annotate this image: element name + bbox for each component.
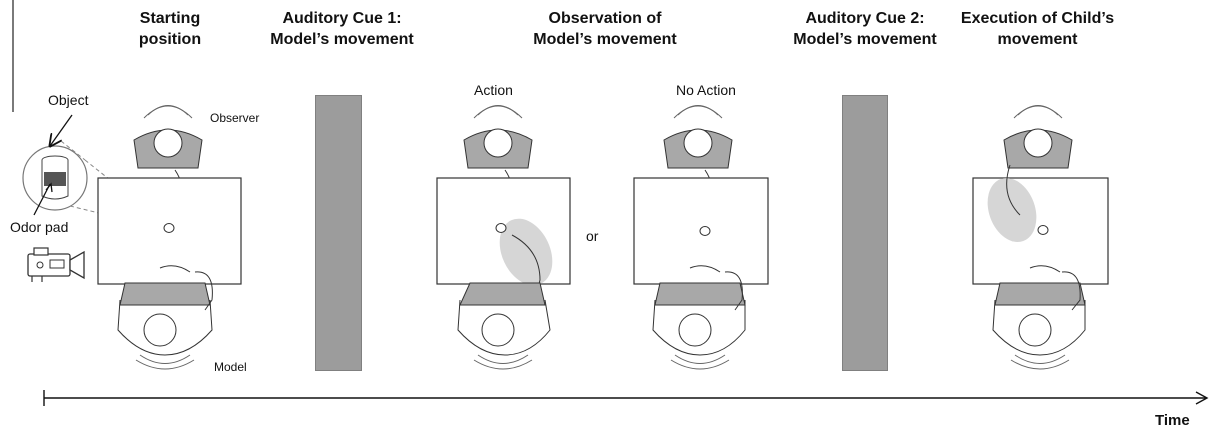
auditory-cue-2-bar xyxy=(842,95,888,371)
observer-reaching-arm xyxy=(1006,164,1021,216)
scene-action xyxy=(436,105,571,370)
odor-pad-pointer-head xyxy=(45,182,53,193)
object-marker xyxy=(699,226,711,236)
model-head xyxy=(143,313,177,347)
model-torso xyxy=(119,282,211,306)
header-observation: Observation of Model’s movement xyxy=(520,8,690,50)
model-arm xyxy=(194,271,213,311)
label-odor-pad: Odor pad xyxy=(10,219,69,235)
header-line: Model’s movement xyxy=(533,31,677,48)
scene-execution xyxy=(972,105,1109,370)
model-head xyxy=(678,313,712,347)
object-marker xyxy=(495,223,507,233)
model-head xyxy=(1018,313,1052,347)
time-axis xyxy=(43,390,1209,406)
label-object: Object xyxy=(48,92,89,108)
auditory-cue-1-bar xyxy=(315,95,362,371)
header-line: Observation of xyxy=(548,10,662,27)
object-marker xyxy=(1037,225,1049,235)
label-action: Action xyxy=(474,82,513,98)
object-cup-icon xyxy=(41,155,69,200)
label-observer: Observer xyxy=(210,111,260,125)
observer-head xyxy=(683,128,713,158)
header-execution: Execution of Child’s movement xyxy=(950,8,1125,50)
model-chair xyxy=(139,354,191,364)
model-torso xyxy=(654,282,746,306)
header-line: Model’s movement xyxy=(793,31,937,48)
observer-head xyxy=(153,128,183,158)
observer-head xyxy=(483,128,513,158)
odor-pad-icon xyxy=(44,172,66,186)
object-zoom xyxy=(22,114,169,230)
header-line: Auditory Cue 1: xyxy=(282,10,402,27)
header-auditory-cue-2: Auditory Cue 2: Model’s movement xyxy=(780,8,950,50)
object-pointer-arrow xyxy=(50,114,73,146)
arrow-icon xyxy=(1195,391,1209,405)
header-line: Starting xyxy=(139,10,201,27)
model-torso xyxy=(994,282,1086,306)
zoom-line-bottom xyxy=(69,205,166,230)
model-torso xyxy=(459,282,546,306)
model-head xyxy=(481,313,515,347)
header-auditory-cue-1: Auditory Cue 1: Model’s movement xyxy=(257,8,427,50)
header-line: movement xyxy=(997,31,1078,48)
object-marker xyxy=(163,223,175,233)
header-line: Model’s movement xyxy=(270,31,414,48)
model-hand xyxy=(159,265,191,273)
scene-no-action xyxy=(633,105,769,370)
execution-highlight xyxy=(987,178,1037,242)
label-no-action: No Action xyxy=(676,82,736,98)
camera-icon xyxy=(27,247,85,282)
header-line: position xyxy=(138,31,202,48)
model-reaching-arm xyxy=(511,234,541,301)
header-line: Execution of Child’s xyxy=(960,10,1115,27)
label-time: Time xyxy=(1155,412,1190,429)
header-line: Auditory Cue 2: xyxy=(805,10,925,27)
observer-head xyxy=(1023,128,1053,158)
header-starting-position: Starting position xyxy=(120,8,220,50)
label-or: or xyxy=(586,228,599,244)
scene-starting xyxy=(97,105,242,370)
zoom-line-top xyxy=(60,140,86,161)
label-model: Model xyxy=(214,360,247,374)
zoom-line-top-2 xyxy=(84,159,169,227)
model-body xyxy=(117,299,213,356)
